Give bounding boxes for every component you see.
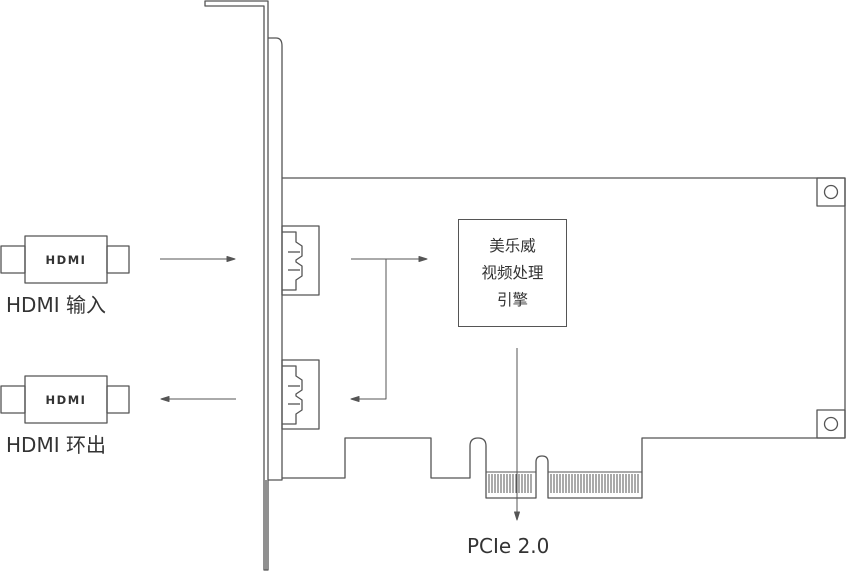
hdmi-loop-out-label: HDMI 环出 (6, 433, 106, 457)
pcie-bus-label: PCIe 2.0 (467, 534, 550, 558)
hdmi-port-icon (281, 359, 320, 430)
arrow-icon (351, 256, 428, 262)
hdmi-plug-logo: HDMI (46, 253, 87, 267)
hdmi-plug-logo: HDMI (46, 393, 87, 407)
arrow-icon (160, 396, 236, 402)
video-processing-engine-box: 美乐威 视频处理 引擎 (458, 219, 567, 327)
hdmi-plug-icon: HDMI (0, 375, 130, 424)
engine-label-line2: 视频处理 (481, 263, 544, 282)
hdmi-port-icon (281, 225, 320, 296)
mounting-bracket (204, 0, 283, 571)
engine-label-line1: 美乐威 (489, 236, 536, 255)
arrow-icon (160, 256, 236, 262)
mounting-hole-top (816, 177, 846, 207)
engine-label-line3: 引擎 (496, 290, 528, 309)
mounting-hole-bottom (816, 409, 846, 439)
hdmi-input-label: HDMI 输入 (6, 293, 106, 317)
arrow-icon (514, 348, 520, 521)
pcie-gold-fingers (485, 471, 643, 499)
hdmi-plug-icon: HDMI (0, 235, 130, 284)
arrow-icon (350, 259, 387, 402)
